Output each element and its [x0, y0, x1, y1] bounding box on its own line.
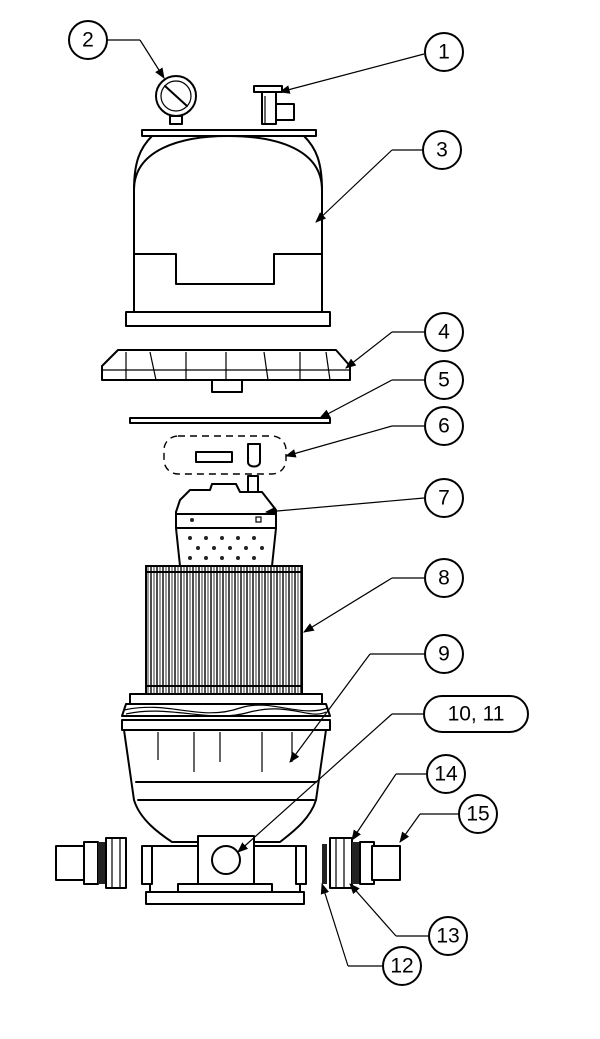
callout-13: 13	[428, 916, 468, 956]
callout-8-label: 8	[438, 567, 450, 590]
callout-15: 15	[458, 794, 498, 834]
callout-2-label: 2	[82, 29, 94, 52]
drain-plug-assembly	[145, 835, 305, 905]
callout-12: 12	[382, 946, 422, 986]
tank-lid	[125, 129, 331, 327]
callout-1-label: 1	[438, 41, 450, 64]
callout-15-label: 15	[466, 803, 489, 826]
callout-8: 8	[424, 558, 464, 598]
callout-6-label: 6	[438, 415, 450, 438]
callout-5-label: 5	[438, 369, 450, 392]
air-relief-valve	[253, 85, 295, 125]
callout-12-label: 12	[390, 955, 413, 978]
callout-5: 5	[424, 360, 464, 400]
callout-13-label: 13	[436, 925, 459, 948]
left-union-fitting	[55, 837, 153, 889]
callout-2: 2	[68, 20, 108, 60]
callout-4-label: 4	[438, 321, 450, 344]
pressure-gauge	[155, 75, 197, 125]
filter-cartridge	[145, 565, 303, 695]
callout-6: 6	[424, 406, 464, 446]
callout-1: 1	[424, 32, 464, 72]
callout-10-11: 10, 11	[423, 695, 529, 733]
leader-lines	[106, 39, 460, 967]
callout-14-label: 14	[434, 763, 458, 786]
right-union-fitting	[295, 837, 401, 889]
manifold	[175, 475, 277, 567]
internal-parts-kit	[163, 435, 287, 475]
callout-9-label: 9	[438, 643, 450, 666]
callout-7-label: 7	[438, 487, 450, 510]
callout-3: 3	[422, 130, 462, 170]
callout-10-11-label: 10, 11	[448, 703, 505, 726]
lock-ring	[101, 349, 351, 393]
callout-4: 4	[424, 312, 464, 352]
callout-3-label: 3	[436, 139, 448, 162]
o-ring-gasket	[129, 417, 331, 424]
callout-9: 9	[424, 634, 464, 674]
callout-7: 7	[424, 478, 464, 518]
tank-body	[121, 693, 331, 843]
callout-14: 14	[426, 754, 466, 794]
